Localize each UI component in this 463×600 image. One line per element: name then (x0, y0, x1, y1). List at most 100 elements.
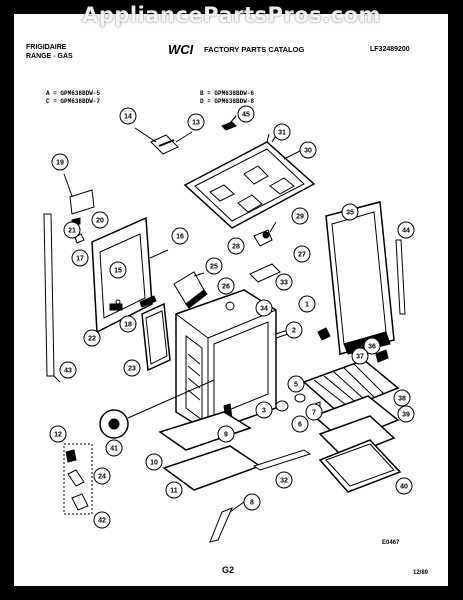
callout-9: 9 (217, 425, 235, 443)
callout-28: 28 (227, 237, 245, 255)
callout-8: 8 (243, 493, 261, 511)
callout-37: 37 (351, 347, 369, 365)
part-12 (65, 449, 77, 463)
callout-circle (51, 153, 69, 171)
callout-circle (363, 337, 381, 355)
part-handle-bracket (134, 127, 193, 155)
callout-number: 33 (280, 280, 288, 287)
callout-number: 9 (224, 432, 228, 439)
callout-circle (217, 277, 235, 295)
callout-35: 35 (341, 203, 359, 221)
model-d: D = GPM638BDW-8 (200, 98, 255, 105)
small-parts-group (63, 443, 93, 515)
part-vent-assembly (173, 271, 208, 309)
callout-group: 1235678910111213141516171819202122232425… (49, 105, 415, 529)
part-oven-door (325, 201, 395, 355)
page-label: G2 (222, 565, 235, 575)
callout-circle (91, 211, 109, 229)
callout-circle (275, 273, 293, 291)
callout-circle (393, 389, 411, 407)
callout-circle (227, 237, 245, 255)
callout-circle (291, 207, 309, 225)
callout-31: 31 (273, 123, 291, 141)
callout-number: 32 (280, 478, 288, 485)
callout-22: 22 (83, 329, 101, 347)
parts-catalog-sheet: FRIGIDAIRE RANGE - GAS WCI FACTORY PARTS… (14, 14, 448, 586)
callout-circle (187, 113, 205, 131)
callout-circle (275, 471, 293, 489)
callout-40: 40 (395, 477, 413, 495)
model-b: B = GPM638BDW-6 (200, 90, 255, 97)
callout-circle (145, 453, 163, 471)
callout-16: 16 (171, 227, 189, 245)
callout-number: 10 (150, 460, 158, 467)
callout-circle (298, 295, 316, 313)
callout-32: 32 (275, 471, 293, 489)
part-oven-body (175, 289, 295, 433)
callout-number: 24 (98, 474, 106, 481)
callout-circle (291, 415, 309, 433)
callout-2: 2 (285, 321, 303, 339)
callout-number: 19 (56, 160, 64, 167)
callout-43: 43 (59, 361, 77, 379)
callout-number: 45 (242, 112, 250, 119)
callout-number: 27 (298, 252, 306, 259)
part-bracket-8 (209, 507, 233, 543)
logo-text: WCI (168, 42, 194, 56)
callout-number: 7 (312, 410, 316, 417)
callout-number: 34 (260, 306, 268, 313)
callout-number: 13 (192, 120, 200, 127)
callout-44: 44 (397, 221, 415, 239)
callout-number: 25 (210, 264, 218, 271)
callout-circle (255, 401, 273, 419)
callout-circle (71, 249, 89, 267)
callout-26: 26 (217, 277, 235, 295)
callout-number: 36 (368, 344, 376, 351)
catalog-number: LF32489200 (370, 46, 410, 53)
callout-42: 42 (93, 511, 111, 529)
callout-number: 1 (305, 302, 309, 309)
callout-34: 34 (255, 299, 273, 317)
drawing-number: E0467 (382, 540, 400, 546)
callout-number: 17 (76, 256, 84, 263)
callout-19: 19 (51, 153, 69, 171)
callout-circle (59, 361, 77, 379)
wci-logo: WCI (168, 42, 194, 56)
part-24 (67, 469, 85, 487)
callout-number: 22 (88, 336, 96, 343)
callout-circle (205, 257, 223, 275)
callout-38: 38 (393, 389, 411, 407)
callout-circle (273, 123, 291, 141)
callout-15: 15 (109, 261, 127, 279)
callout-circle (83, 329, 101, 347)
callout-number: 21 (68, 228, 76, 235)
callout-29: 29 (291, 207, 309, 225)
callout-number: 31 (278, 130, 286, 137)
callout-number: 5 (294, 382, 298, 389)
callout-circle (119, 107, 137, 125)
callout-number: 12 (54, 432, 62, 439)
catalog-title: FACTORY PARTS CATALOG (204, 45, 305, 54)
callout-number: 29 (296, 214, 304, 221)
callout-number: 43 (64, 368, 72, 375)
callout-number: 11 (170, 488, 178, 495)
callout-circle (93, 511, 111, 529)
product-type: RANGE - GAS (26, 53, 73, 60)
callout-17: 17 (71, 249, 89, 267)
callout-7: 7 (305, 403, 323, 421)
callout-circle (351, 347, 369, 365)
callout-number: 37 (356, 354, 364, 361)
callout-12: 12 (49, 425, 67, 443)
part-drawer-rail (252, 449, 312, 471)
callout-number: 3 (262, 408, 266, 415)
callout-circle (293, 245, 311, 263)
callout-number: 38 (398, 396, 406, 403)
callout-circle (237, 105, 255, 123)
print-date: 12/89 (413, 570, 429, 576)
callout-circle (105, 439, 123, 457)
callout-39: 39 (397, 405, 415, 423)
callout-number: 40 (400, 484, 408, 491)
callout-number: 16 (176, 234, 184, 241)
model-c: C = GPM638BDW-7 (46, 98, 101, 105)
callout-number: 20 (96, 218, 104, 225)
